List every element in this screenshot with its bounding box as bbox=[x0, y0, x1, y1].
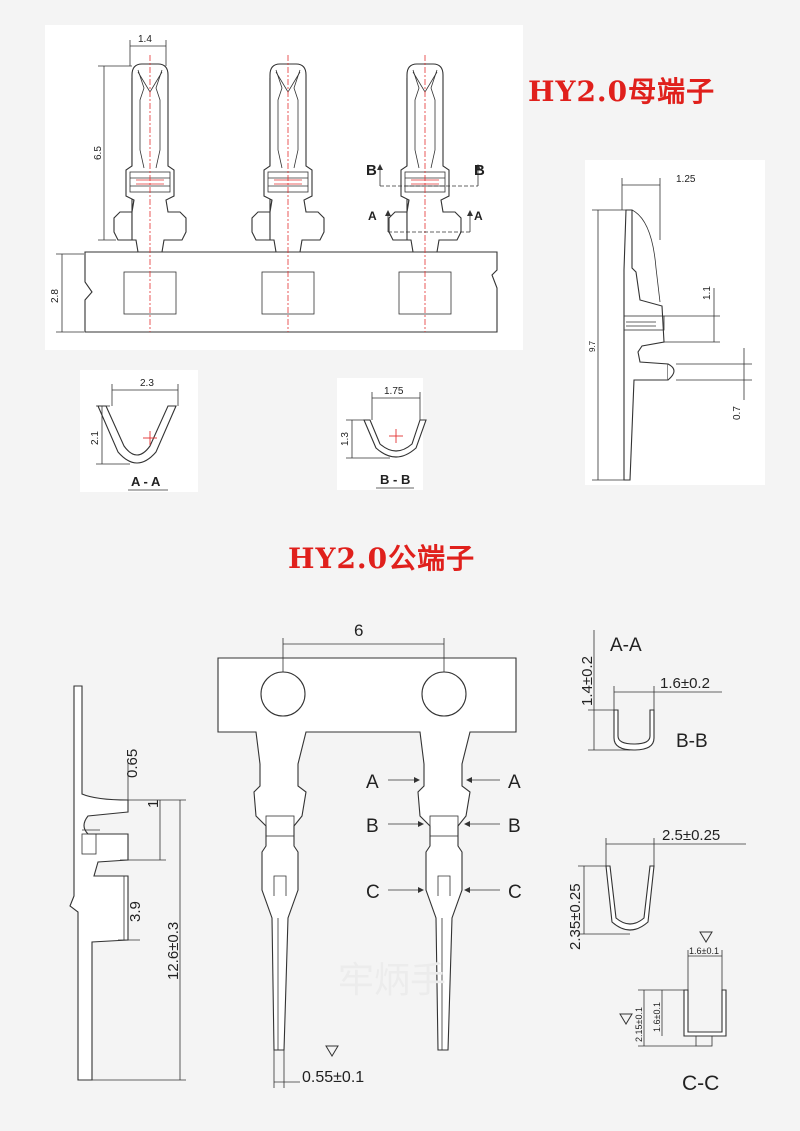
male-bb-width: 1.6±0.2 bbox=[660, 675, 710, 692]
marker-a-right: A bbox=[474, 209, 483, 223]
dim-side-1-25: 1.25 bbox=[676, 174, 696, 185]
male-cc-width: 1.6±0.1 bbox=[689, 946, 719, 956]
female-terminal-front-view bbox=[84, 54, 498, 333]
marker-a-right-male: A bbox=[508, 772, 521, 793]
marker-b-right-male: B bbox=[508, 816, 521, 837]
male-section-cc: 1.6±0.1 2.15±0.1 1.6±0.1 C-C bbox=[619, 931, 727, 1095]
marker-b-left: B bbox=[366, 162, 377, 179]
male-terminal-title: HY2.0公端子 bbox=[288, 542, 476, 575]
sec-b-width: 1.75 bbox=[384, 386, 404, 397]
male-dim-0-65: 0.65 bbox=[124, 749, 141, 778]
marker-a-left-male: A bbox=[366, 772, 379, 793]
male-aa-height: 1.4±0.2 bbox=[579, 656, 596, 706]
male-pin-width: 0.55±0.1 bbox=[302, 1069, 364, 1086]
marker-c-left-male: C bbox=[366, 882, 380, 903]
sec-a-height: 2.1 bbox=[90, 431, 101, 445]
female-terminal-title: HY2.0母端子 bbox=[528, 75, 716, 108]
marker-c-right-male: C bbox=[508, 882, 522, 903]
male-bb-label: B-B bbox=[676, 731, 708, 752]
female-section-bb: 1.75 1.3 B - B bbox=[340, 386, 427, 489]
marker-b-left-male: B bbox=[366, 816, 379, 837]
male-cc-label: C-C bbox=[682, 1072, 719, 1095]
dim-side-9-7: 9.7 bbox=[588, 340, 597, 352]
watermark: 牢炳手 bbox=[338, 959, 446, 1000]
male-u-width: 2.5±0.25 bbox=[662, 827, 720, 844]
female-dimensions: 1.4 6.5 2.8 B B A A bbox=[50, 34, 485, 333]
female-side-panel bbox=[585, 160, 765, 485]
male-section-aa-bb: 1.4±0.2 A-A 1.6±0.2 B-B bbox=[579, 630, 722, 752]
male-aa-label: A-A bbox=[610, 635, 642, 656]
male-cc-h1: 2.15±0.1 bbox=[634, 1007, 644, 1042]
female-section-aa: 2.3 2.1 A - A bbox=[90, 378, 179, 491]
dim-side-0-7: 0.7 bbox=[732, 406, 743, 420]
female-terminal-side-view: 1.25 1.1 9.7 0.7 bbox=[588, 174, 752, 481]
sec-a-width: 2.3 bbox=[140, 378, 154, 389]
sec-b-height: 1.3 bbox=[340, 432, 351, 446]
male-dim-3-9: 3.9 bbox=[127, 901, 144, 922]
male-u-height: 2.35±0.25 bbox=[567, 883, 584, 950]
section-bb-panel bbox=[337, 378, 423, 490]
marker-a-left: A bbox=[368, 209, 377, 223]
sec-b-label: B - B bbox=[380, 472, 410, 487]
male-terminal-front-view: 6 0.55±0.1 A A B B C C bbox=[217, 621, 522, 1088]
male-cc-h2: 1.6±0.1 bbox=[652, 1002, 662, 1032]
dim-width-top: 1.4 bbox=[138, 34, 152, 45]
male-dim-12-6: 12.6±0.3 bbox=[165, 922, 182, 980]
marker-b-right: B bbox=[474, 162, 485, 179]
dim-side-1-1: 1.1 bbox=[702, 286, 713, 300]
male-dim-1: 1 bbox=[145, 800, 162, 808]
dim-strip-2-8: 2.8 bbox=[50, 289, 61, 303]
dim-height-6-5: 6.5 bbox=[93, 146, 104, 160]
male-pitch: 6 bbox=[354, 621, 363, 640]
sec-a-label: A - A bbox=[131, 474, 161, 489]
male-terminal-side-view: 0.65 1 3.9 12.6±0.3 bbox=[69, 685, 186, 1081]
male-section-u: 2.5±0.25 2.35±0.25 bbox=[567, 827, 746, 950]
